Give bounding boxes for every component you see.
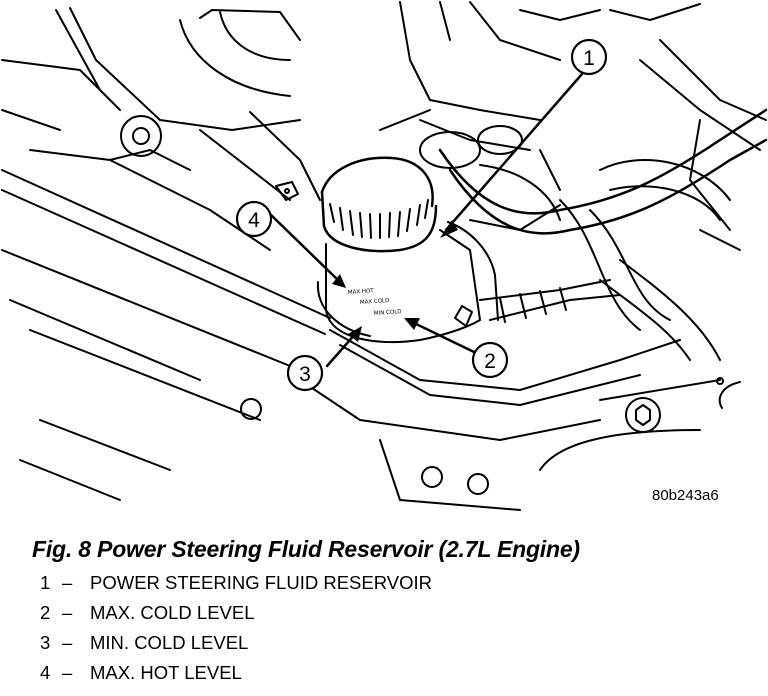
callout-markers: 1 2 3 4: [235, 38, 608, 392]
arrowhead-1: [440, 220, 458, 238]
legend-dash: –: [62, 602, 73, 623]
figure-caption: Fig. 8 Power Steering Fluid Reservoir (2…: [32, 536, 580, 562]
callout-circle-4: [235, 200, 273, 238]
leader-3: [325, 330, 359, 368]
legend-item: 2–MAX. COLD LEVEL: [40, 602, 432, 632]
legend-number: 4: [40, 662, 51, 683]
frame-rails: [1, 169, 721, 511]
arrowhead-2: [404, 318, 420, 330]
engine-housing: [1, 7, 321, 251]
reservoir-level-marks: MAX HOT MAX COLD MIN COLD: [348, 288, 402, 317]
legend: 1–POWER STEERING FLUID RESERVOIR 2–MAX. …: [40, 572, 432, 692]
callout-label-3: 3: [299, 363, 311, 386]
legend-text: POWER STEERING FLUID RESERVOIR: [90, 572, 432, 593]
figure-code: 80b243a6: [652, 487, 719, 504]
reservoir-illustration: MAX HOT MAX COLD MIN COLD 1 2 3 4: [1, 1, 768, 511]
callout-leaders: [268, 72, 584, 368]
legend-item: 3–MIN. COLD LEVEL: [40, 632, 432, 662]
mark-max-cold: MAX COLD: [360, 298, 390, 306]
hoses: [438, 108, 768, 331]
mark-max-hot: MAX HOT: [348, 288, 375, 296]
legend-text: MAX. HOT LEVEL: [90, 662, 242, 683]
fitting: [275, 181, 299, 201]
leader-1: [444, 72, 584, 232]
mounting-bolt: [120, 115, 162, 157]
arrowhead-4: [332, 274, 346, 288]
legend-number: 1: [40, 572, 51, 593]
arrowhead-3: [348, 326, 362, 342]
legend-number: 2: [40, 602, 51, 623]
callout-label-2: 2: [484, 350, 496, 373]
callout-circle-3: [286, 354, 324, 392]
callout-circle-2: [471, 341, 509, 379]
callout-label-1: 1: [583, 47, 595, 70]
legend-item: 4–MAX. HOT LEVEL: [40, 662, 432, 692]
mark-min-cold: MIN COLD: [374, 309, 402, 317]
legend-item: 1–POWER STEERING FLUID RESERVOIR: [40, 572, 432, 602]
leader-2: [410, 320, 476, 354]
legend-dash: –: [62, 632, 73, 653]
legend-number: 3: [40, 632, 51, 653]
fluid-reservoir: [316, 156, 499, 344]
leader-4: [268, 212, 342, 284]
legend-dash: –: [62, 662, 73, 683]
callout-label-4: 4: [248, 209, 260, 232]
legend-text: MAX. COLD LEVEL: [90, 602, 255, 623]
mounting-holes: [240, 377, 741, 495]
legend-text: MIN. COLD LEVEL: [90, 632, 249, 653]
callout-circle-1: [570, 38, 608, 76]
legend-dash: –: [62, 572, 73, 593]
